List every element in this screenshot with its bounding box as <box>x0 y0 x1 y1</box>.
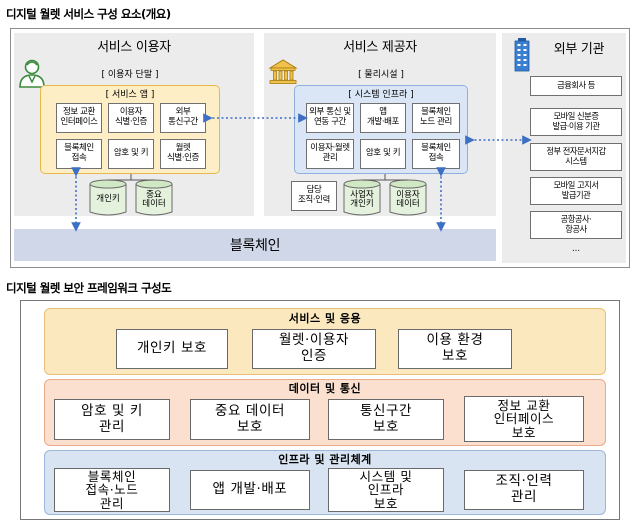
mobile-bill-agency-box: 모바일 고지서 발급기관 <box>530 177 622 205</box>
comm-section-protection-box: 통신구간 보호 <box>328 399 444 440</box>
user-auth-box: 이용자 식별·인증 <box>108 103 154 133</box>
external-integration-box: 외부 통신 및 연동 구간 <box>306 103 354 133</box>
usage-env-protection-box: 이용 환경 보호 <box>398 329 512 369</box>
interface-protection-box: 정보 교환 인터페이스 보호 <box>464 396 584 442</box>
blockchain-node-access-box: 블록체인 접속·노드 관리 <box>54 468 170 512</box>
database-icon <box>89 179 127 216</box>
figure1-title: 디지털 월렛 서비스 구성 요소(개요) <box>6 7 171 21</box>
user-column-heading: 서비스 이용자 <box>97 39 171 55</box>
user-wallet-mgmt-box: 이용자·월렛 관리 <box>306 139 354 169</box>
bank-icon <box>268 59 298 84</box>
service-app-label: [ 서비스 앱 ] <box>105 89 155 100</box>
org-personnel-mgmt-box: 조직·인력 관리 <box>464 470 584 510</box>
provider-crypto-key-box: 암호 및 키 <box>360 139 406 169</box>
wallet-auth-box: 월렛 식별·인증 <box>160 139 206 169</box>
building-icon <box>514 38 530 72</box>
blockchain-access-box: 블록체인 접속 <box>56 139 102 169</box>
band-service-application-title: 서비스 및 응용 <box>288 312 362 325</box>
org-personnel-box: 담당 조직·인력 <box>291 181 337 211</box>
app-development-box: 앱 개발·배포 <box>190 470 310 510</box>
important-data-storage: 중요 데이터 <box>142 189 166 209</box>
provider-blockchain-access-box: 블록체인 접속 <box>412 139 460 169</box>
financial-institution-box: 금융회사 등 <box>530 76 622 96</box>
band-data-communication-title: 데이터 및 통신 <box>288 382 362 395</box>
blockchain-node-mgmt-box: 블록체인 노드 관리 <box>412 103 460 133</box>
band-infra-management-title: 인프라 및 관리체계 <box>278 453 372 466</box>
database-icon <box>389 179 427 216</box>
gov-edoc-wallet-box: 정부 전자문서지갑 시스템 <box>530 143 622 171</box>
external-comm-box: 외부 통신구간 <box>160 103 206 133</box>
airport-airline-box: 공항공사· 항공사 <box>530 211 622 239</box>
important-data-protection-box: 중요 데이터 보호 <box>190 399 310 440</box>
user-storage-connector <box>108 174 154 181</box>
blockchain-bar: 블록체인 <box>14 229 496 261</box>
private-key-protection-box: 개인키 보호 <box>116 329 228 369</box>
external-column-heading: 외부 기관 <box>553 41 605 57</box>
system-infra-label: [ 시스템 인프라 ] <box>348 89 414 100</box>
crypto-key-box: 암호 및 키 <box>108 139 154 169</box>
database-icon <box>343 179 381 216</box>
user-terminal-label: [ 이용자 단말 ] <box>101 69 159 80</box>
crypto-key-mgmt-box: 암호 및 키 관리 <box>54 399 170 440</box>
app-dev-deploy-box: 앱 개발·배포 <box>360 103 406 133</box>
provider-storage-connector <box>362 174 408 181</box>
figure2-title: 디지털 월렛 보안 프레임워크 구성도 <box>6 281 172 295</box>
wallet-user-auth-box: 월렛·이용자 인증 <box>252 329 376 369</box>
provider-column-heading: 서비스 제공자 <box>343 39 417 55</box>
user-data-storage: 이용자 데이터 <box>396 189 420 209</box>
private-key-storage: 개인키 <box>96 194 120 205</box>
mobile-id-agency-box: 모바일 신분증 발급·이용 기관 <box>530 108 622 136</box>
person-icon <box>19 59 45 88</box>
more-agencies-ellipsis: ... <box>571 244 581 255</box>
operator-key-storage: 사업자 개인키 <box>350 189 374 209</box>
system-infra-protection-box: 시스템 및 인프라 보호 <box>328 468 444 512</box>
physical-facility-label: [ 물리시설 ] <box>358 69 404 80</box>
provider-storage-cylinders <box>343 179 427 216</box>
user-storage-cylinders <box>89 179 173 216</box>
info-exchange-interface-box: 정보 교환 인터페이스 <box>56 103 102 133</box>
